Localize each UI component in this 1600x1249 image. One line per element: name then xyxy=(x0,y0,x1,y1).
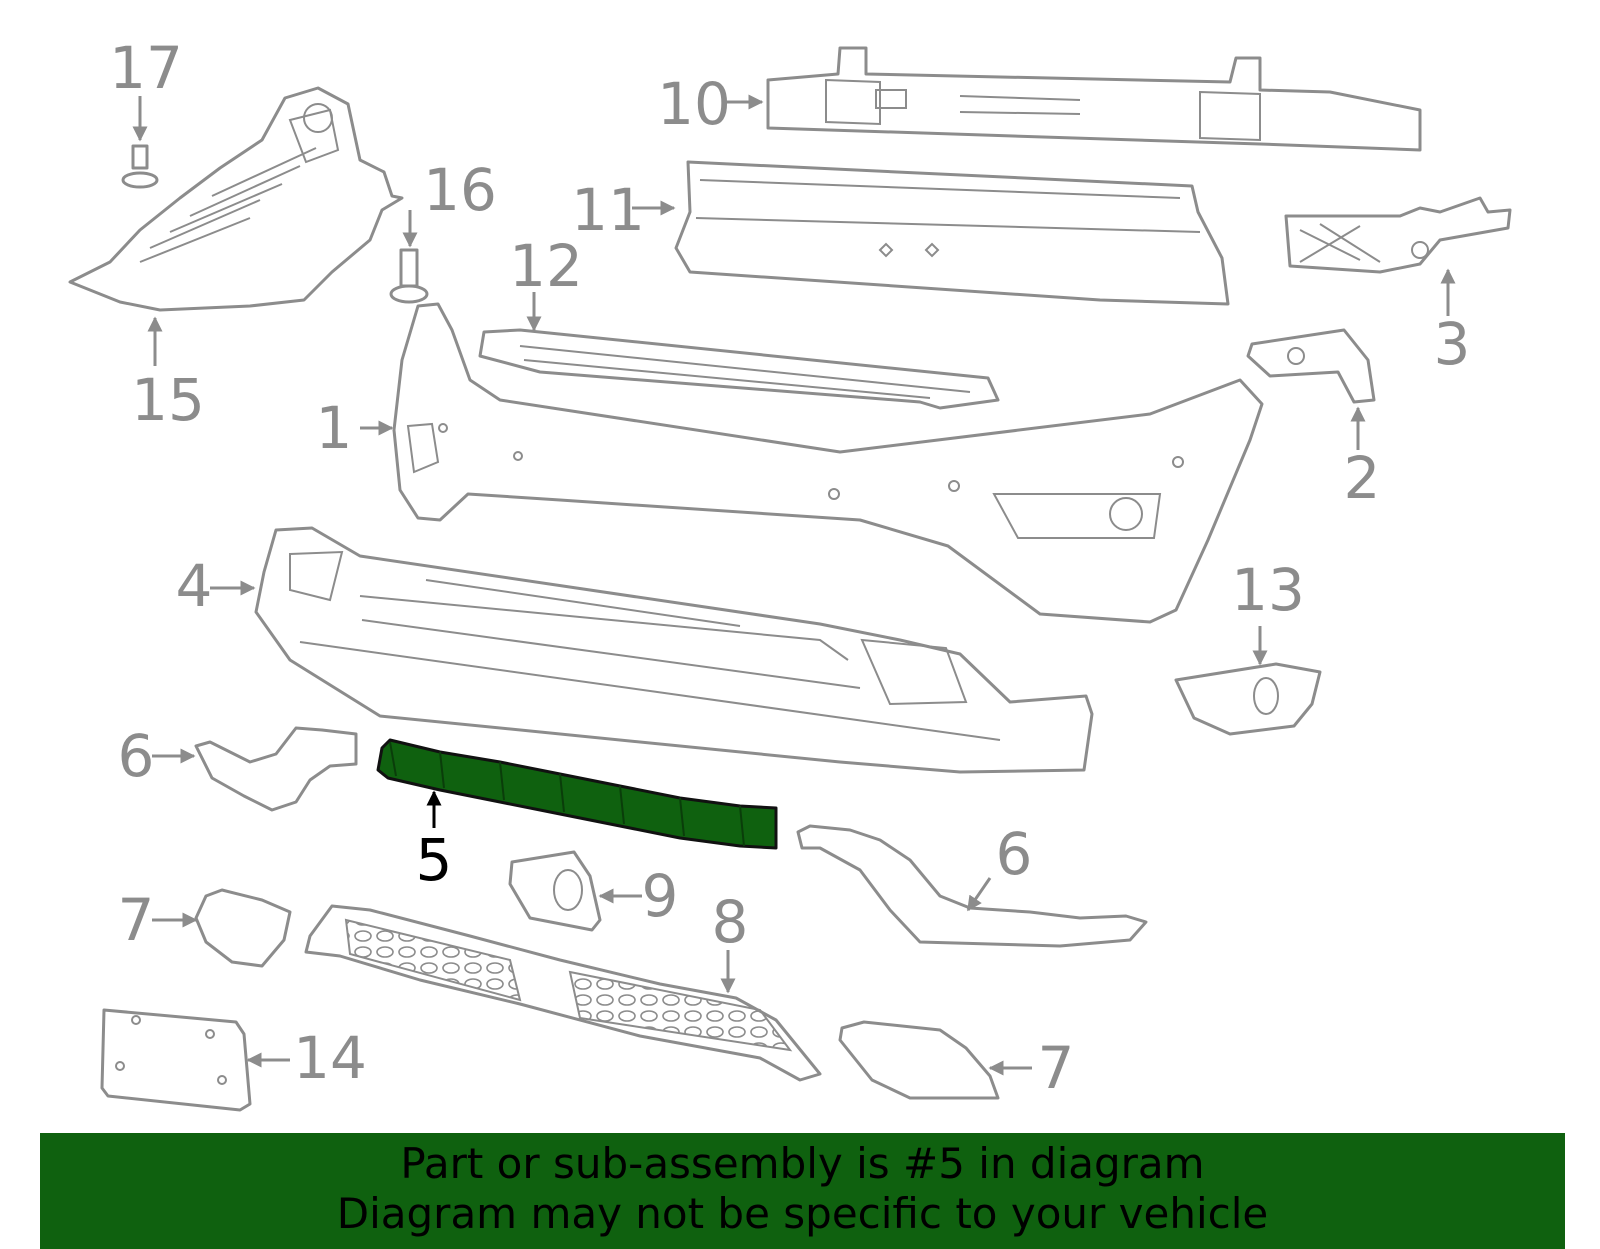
banner-line-part: Part or sub-assembly is #5 in diagram xyxy=(400,1139,1205,1188)
part-5-lower-trim-highlighted xyxy=(376,738,778,850)
callout-leaders xyxy=(132,94,1456,1076)
part-1-bumper-fascia xyxy=(392,302,1264,624)
part-11-energy-absorber xyxy=(674,160,1230,306)
callout-15: 15 xyxy=(131,366,205,434)
callout-14: 14 xyxy=(293,1024,367,1092)
part-16-bolt xyxy=(389,248,429,304)
part-10-reinforcement-beam xyxy=(766,46,1422,152)
callout-10: 10 xyxy=(657,70,731,138)
callout-7-right: 7 xyxy=(1038,1034,1075,1102)
callout-numbers: 17 16 15 10 11 12 3 1 2 4 13 6 5 6 9 7 8… xyxy=(109,34,1470,1102)
part-14-license-bracket xyxy=(100,1008,252,1112)
part-15-underbody-shield xyxy=(68,86,404,312)
callout-3: 3 xyxy=(1434,310,1471,378)
callout-4: 4 xyxy=(176,552,213,620)
callout-6-right: 6 xyxy=(996,820,1033,888)
part-7-right-grille-insert xyxy=(838,1020,1000,1100)
callout-16: 16 xyxy=(423,156,497,224)
callout-9: 9 xyxy=(642,862,679,930)
callout-5-highlighted: 5 xyxy=(416,826,453,894)
banner-line-disclaimer: Diagram may not be specific to your vehi… xyxy=(336,1189,1269,1238)
callout-1: 1 xyxy=(316,394,353,462)
part-3-bracket xyxy=(1284,196,1512,274)
callout-2: 2 xyxy=(1344,444,1381,512)
callout-17: 17 xyxy=(109,34,183,102)
part-8-lower-grille xyxy=(304,904,822,1082)
part-6-right-bracket xyxy=(796,824,1148,948)
part-2-bracket xyxy=(1246,328,1376,404)
part-6-left-bracket xyxy=(194,726,358,812)
part-9-fog-bezel xyxy=(508,850,602,932)
callout-13: 13 xyxy=(1231,556,1305,624)
part-17-bolt xyxy=(121,144,159,189)
callout-6-left: 6 xyxy=(118,722,155,790)
callout-11: 11 xyxy=(571,176,645,244)
part-13-fog-bezel xyxy=(1174,662,1322,736)
part-12-upper-support xyxy=(478,328,1000,410)
part-4-lower-fascia xyxy=(254,526,1094,774)
callout-8: 8 xyxy=(712,888,749,956)
info-banner: Part or sub-assembly is #5 in diagram Di… xyxy=(40,1133,1565,1249)
part-7-left-grille-insert xyxy=(194,888,292,968)
callout-7-left: 7 xyxy=(118,886,155,954)
callout-12: 12 xyxy=(509,232,583,300)
